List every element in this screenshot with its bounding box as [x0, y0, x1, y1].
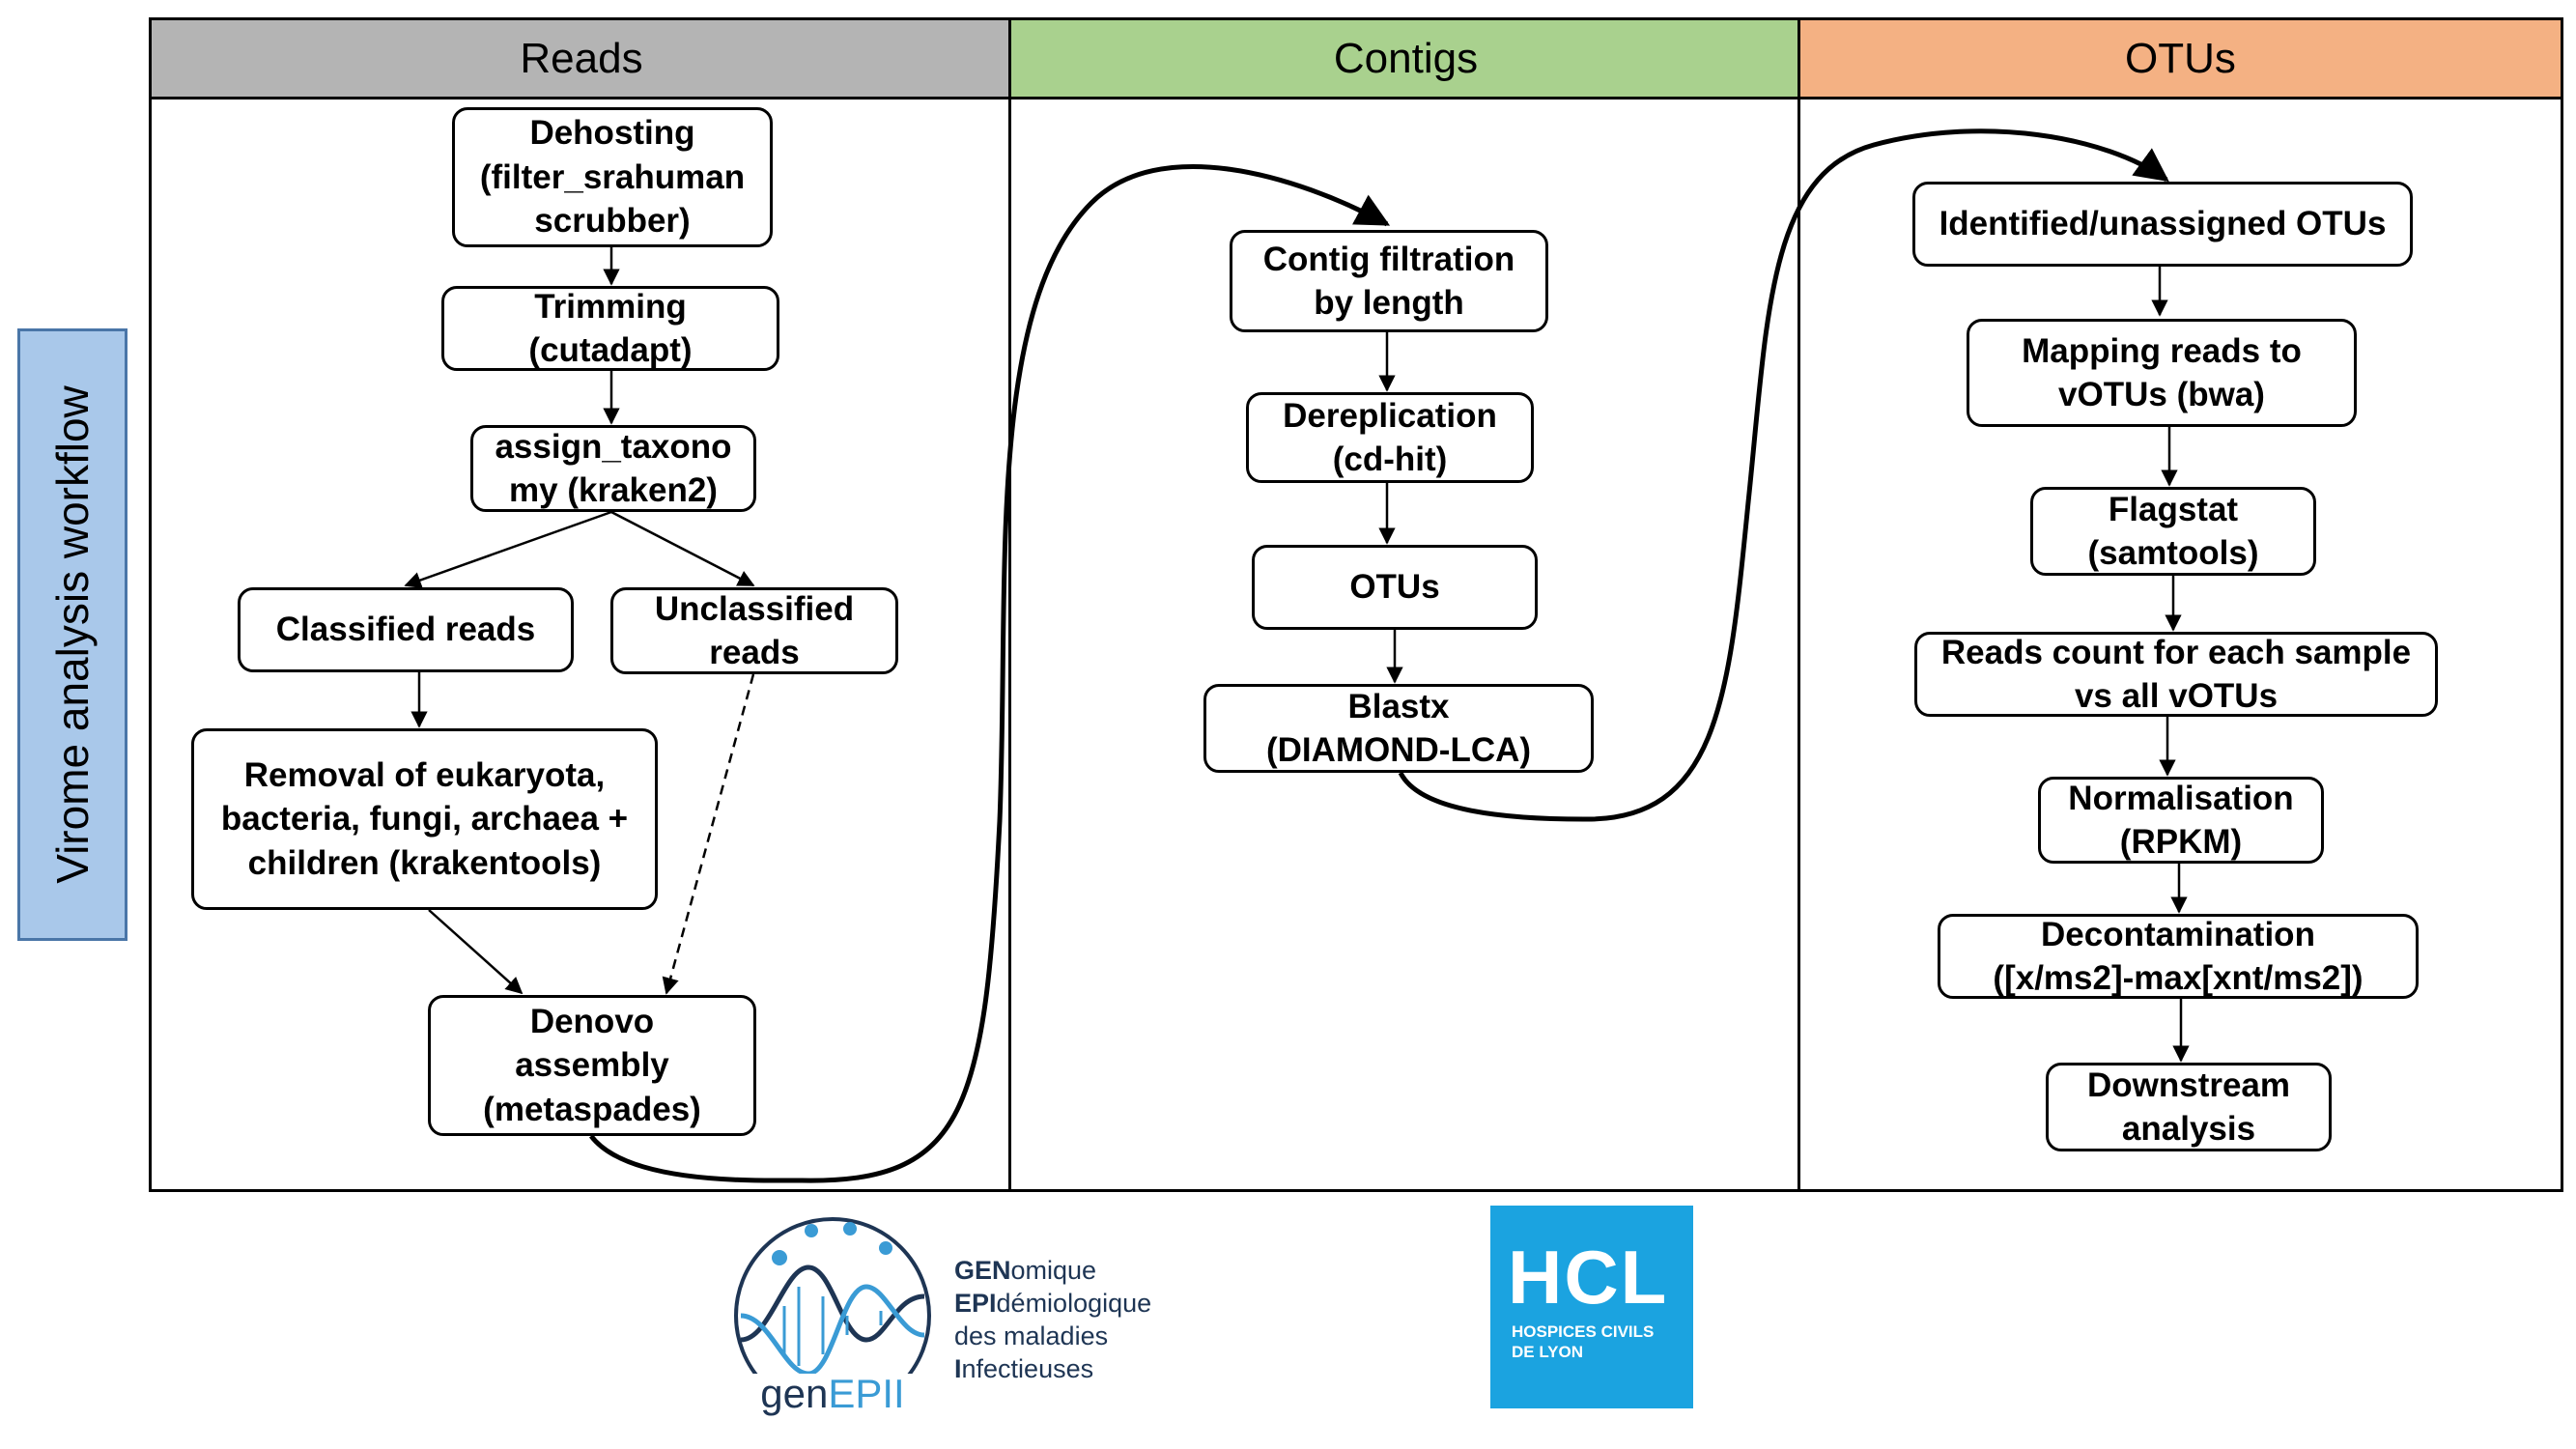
archaea-icon — [879, 1241, 892, 1255]
arrow — [428, 909, 524, 995]
step-mapping-reads: Mapping reads to vOTUs (bwa) — [1967, 319, 2357, 427]
dna-strand-icon — [740, 1284, 925, 1377]
hcl-logo: HCL HOSPICES CIVILS DE LYON — [1490, 1206, 1693, 1408]
genepii-description: GENomique EPIdémiologique des maladies I… — [954, 1256, 1152, 1383]
step-otus: OTUs — [1252, 545, 1538, 630]
workflow-frame — [149, 17, 2563, 1192]
step-classified-reads: Classified reads — [238, 587, 574, 672]
virus-icon — [772, 1250, 787, 1265]
column-header-contigs: Contigs — [1011, 20, 1800, 99]
step-identified-otus: Identified/unassigned OTUs — [1912, 182, 2413, 267]
step-normalisation: Normalisation (RPKM) — [2038, 777, 2324, 864]
arrow — [610, 510, 755, 587]
dna-rungs — [782, 1287, 883, 1366]
fungi-icon — [843, 1222, 857, 1236]
emblem-label-bg — [736, 1374, 929, 1422]
dna-strand-icon — [740, 1264, 925, 1343]
step-reads-count: Reads count for each sample vs all vOTUs — [1914, 632, 2438, 717]
column-title-otus: OTUs — [2125, 34, 2236, 82]
step-downstream-analysis: Downstream analysis — [2046, 1063, 2332, 1151]
hcl-name: HOSPICES CIVILS DE LYON — [1512, 1322, 1655, 1361]
column-divider — [1798, 17, 1800, 1192]
step-dereplication: Dereplication (cd-hit) — [1246, 392, 1534, 483]
hcl-abbr: HCL — [1508, 1235, 1669, 1320]
genepii-logo: genEPII GENomique EPIdémiologique des ma… — [726, 1209, 1171, 1422]
genepii-emblem: genEPII — [734, 1217, 931, 1422]
arrow — [404, 510, 612, 588]
step-blastx: Blastx (DIAMOND-LCA) — [1203, 684, 1594, 773]
step-trimming: Trimming (cutadapt) — [441, 286, 779, 371]
column-divider — [1008, 17, 1011, 1192]
step-dehosting: Dehosting (filter_srahuman scrubber) — [452, 107, 773, 247]
dashed-arrow — [662, 673, 755, 995]
bacteria-icon — [805, 1224, 818, 1237]
column-header-reads: Reads — [152, 20, 1011, 99]
side-label: Virome analysis workflow — [17, 328, 127, 941]
column-title-reads: Reads — [520, 34, 643, 82]
svg-text:genEPII: genEPII — [760, 1371, 904, 1416]
column-header-otus: OTUs — [1800, 20, 2561, 99]
column-title-contigs: Contigs — [1333, 34, 1479, 82]
step-decontamination: Decontamination ([x/ms2]-max[xnt/ms2]) — [1938, 914, 2419, 999]
step-denovo-assembly: Denovo assembly (metaspades) — [428, 995, 756, 1136]
step-assign-taxonomy: assign_taxono my (kraken2) — [470, 425, 756, 512]
step-flagstat: Flagstat (samtools) — [2030, 487, 2316, 576]
step-removal: Removal of eukaryota, bacteria, fungi, a… — [191, 728, 658, 910]
step-unclassified-reads: Unclassified reads — [610, 587, 898, 674]
curved-connector-contigs-to-otus — [1398, 128, 2169, 822]
curved-connector-reads-to-contigs — [589, 164, 1391, 1183]
step-contig-filtration: Contig filtration by length — [1230, 230, 1548, 332]
